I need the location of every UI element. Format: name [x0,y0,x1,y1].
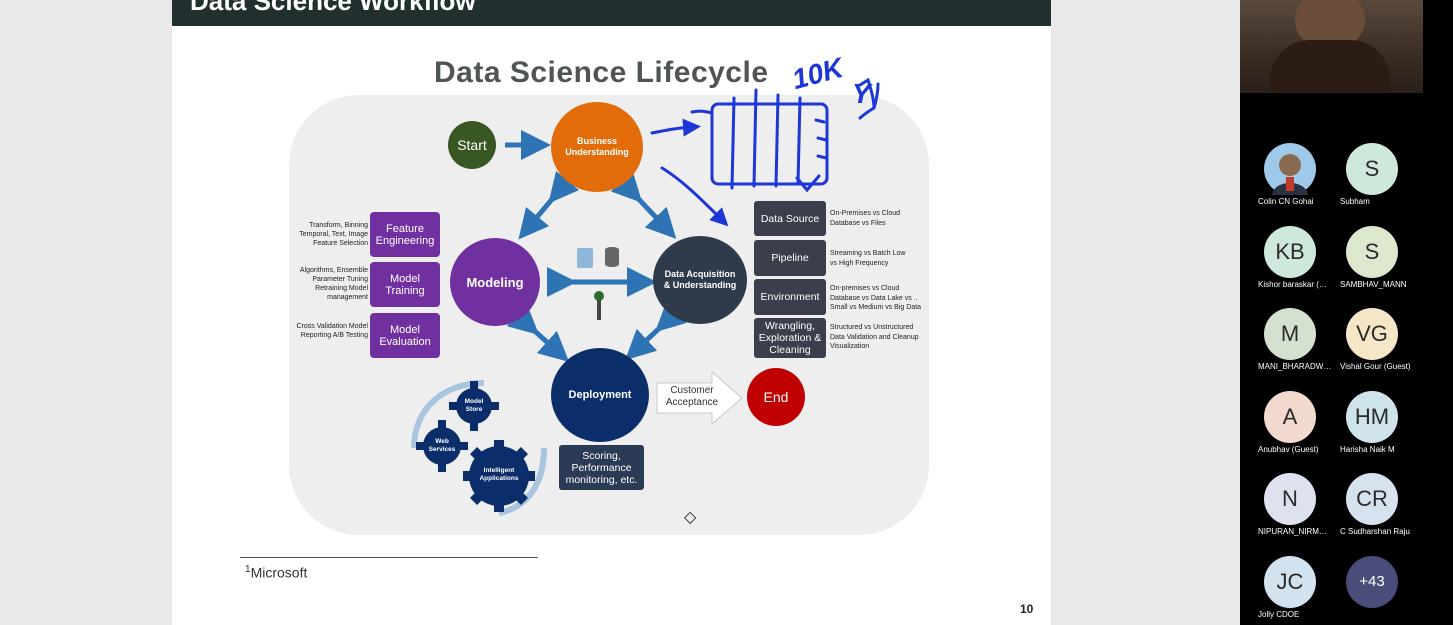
environment-note: On-premises vs Cloud Database vs Data La… [830,285,922,311]
end-node: End [747,368,805,426]
customer-acceptance-label: Customer Acceptance [665,385,719,408]
environment-box: Environment [754,279,826,315]
person-photo-icon [1272,154,1308,195]
slide-header-title: Data Science Workflow [190,0,476,16]
participant-name: C Sudharshan Raju [1340,527,1410,536]
participant-avatar: VG [1346,308,1398,360]
eraser-icon[interactable]: ◇ [684,509,697,526]
participant-avatar: +43 [1346,555,1398,608]
pipeline-box: Pipeline [754,240,826,276]
participant-name: Harisha Naik M [1340,444,1395,454]
presentation-slide: Data Science Workflow Data Science Lifec… [172,0,1051,625]
footnote-text: Microsoft [250,564,308,581]
participant-tile[interactable]: +43 [1346,555,1426,610]
participant-name: Kishor baraskar (… [1258,279,1327,289]
participant-avatar: S [1346,225,1398,278]
video-person-body [1270,40,1390,93]
participant-name: Vishal Gour (Guest) [1340,362,1411,371]
participant-avatar: S [1346,143,1398,195]
participant-name: MANI_BHARADW… [1258,362,1332,371]
footnote: 1Microsoft [245,564,307,581]
database-icon [605,247,619,267]
model-training-box: Model Training [370,262,440,307]
lifecycle-title: Data Science Lifecycle [434,56,769,89]
deployment-node: Deployment [551,348,649,442]
model-store-gear-label: Model Store [464,398,484,413]
footnote-divider [240,557,538,558]
participant-avatar: M [1264,308,1316,360]
participant-avatar: A [1264,390,1316,443]
participant-avatar: HM [1346,390,1398,443]
wrangling-box: Wrangling, Exploration & Cleaning [754,318,826,358]
participant-avatar: JC [1264,555,1316,608]
participant-photo [1264,143,1316,195]
gears-graphic [411,380,547,516]
participant-name: Jolly CDOE [1258,609,1300,619]
intelligent-applications-gear-label: Intelligent Applications [479,467,519,482]
slide-header-bar: Data Science Workflow [172,0,1051,26]
participant-avatar: KB [1264,225,1316,278]
participant-name: Colin CN Gohai [1258,197,1314,206]
participant-name: Anubhav (Guest) [1258,444,1319,454]
handwritten-annotation [650,77,880,227]
business-understanding-label: Business Understanding [565,136,629,157]
participant-avatar: N [1264,473,1316,525]
factory-icon [577,248,593,268]
footnote-mark: 1 [245,564,251,575]
scoring-box: Scoring, Performance monitoring, etc. [559,445,644,490]
diagram-arrows [505,77,880,426]
wrangling-note: Structured vs Unstructured Data Validati… [830,324,919,350]
feature-engineering-note: Transform, Binning Temporal, Text, Image… [299,222,368,247]
feature-engineering-box: Feature Engineering [370,212,440,257]
participant-tile[interactable]: Colin CN Gohai [1258,143,1344,206]
web-services-gear-label: Web Services [428,438,456,453]
participant-tile[interactable]: S Subham [1340,143,1426,206]
business-understanding-node: Business Understanding [551,102,643,192]
model-evaluation-box: Model Evaluation [370,313,440,358]
participant-name: NIPURAN_NIRM… [1258,527,1327,536]
participant-tile[interactable]: M MANI_BHARADW… [1258,308,1344,371]
handwritten-y: Y [852,78,871,109]
customer-acceptance-arrow [656,370,743,426]
participant-avatar: CR [1346,473,1398,525]
data-acquisition-label: Data Acquisition & Understanding [663,269,737,290]
data-acquisition-node: Data Acquisition & Understanding [653,236,747,324]
microscope-icon [592,290,606,320]
data-source-note: On-Premises vs Cloud Database vs Files [830,210,901,227]
active-video-tile[interactable] [1240,0,1423,93]
participant-tile[interactable]: CR C Sudharshan Raju [1340,473,1426,536]
data-source-box: Data Source [754,201,826,236]
page-number: 10 [1020,602,1034,616]
participant-tile[interactable]: N NIPURAN_NIRM… [1258,473,1344,536]
cycle-arrows [505,130,688,363]
modeling-node: Modeling [450,238,540,326]
model-evaluation-note: Cross Validation Model Reporting A/B Tes… [296,323,368,339]
model-training-note: Algorithms, Ensemble Parameter Tuning Re… [299,267,368,301]
participant-name: Subham [1340,197,1370,206]
start-node: Start [448,121,496,169]
participant-name: SAMBHAV_MANN [1340,279,1407,289]
participant-tile[interactable]: VG Vishal Gour (Guest) [1340,308,1426,371]
pipeline-note: Streaming vs Batch Low vs High Frequency [830,250,906,267]
